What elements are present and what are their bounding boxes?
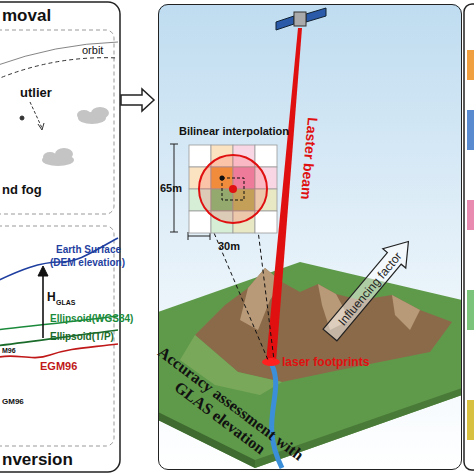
grid-cell bbox=[189, 145, 211, 167]
panel-heading: Bilinear interpolation bbox=[179, 125, 289, 138]
grid-symbol bbox=[179, 123, 289, 247]
orbit-line bbox=[0, 58, 118, 80]
right-panel bbox=[467, 400, 474, 440]
right-panel bbox=[467, 290, 474, 330]
dimension-bracket bbox=[170, 144, 178, 145]
height-subscript: GLAS bbox=[56, 299, 75, 307]
ellipsoid-label: Ellipsoid(T/P) bbox=[50, 331, 114, 342]
fog-label: nd fog bbox=[2, 183, 42, 197]
satellite bbox=[276, 8, 326, 30]
dimension-bracket bbox=[170, 232, 178, 233]
outlier-arrow bbox=[20, 116, 24, 120]
influence-arrow bbox=[319, 232, 420, 345]
right-panel bbox=[467, 200, 474, 230]
leader-line bbox=[256, 214, 274, 360]
height-symbol: H bbox=[47, 291, 56, 304]
leader-line bbox=[206, 214, 274, 360]
height-arrow bbox=[42, 272, 44, 338]
height-arrow bbox=[38, 266, 48, 276]
left-panel bbox=[0, 2, 120, 472]
laser-beam bbox=[262, 358, 280, 366]
orbit-line bbox=[0, 42, 118, 80]
geoid-label: EGM96 bbox=[40, 360, 77, 372]
height-arrow bbox=[38, 266, 48, 338]
right-panel bbox=[467, 110, 474, 150]
panel-box: Accuracy assessment with GLAS elevationB… bbox=[158, 4, 462, 470]
panel-heading: moval bbox=[2, 6, 51, 26]
footprint-circle bbox=[199, 155, 267, 223]
dimension-label: 65m bbox=[160, 182, 182, 194]
dimension-bracket bbox=[188, 232, 189, 240]
terrain bbox=[392, 295, 420, 330]
grid-cell bbox=[255, 145, 277, 167]
footprint-label: laser footprints bbox=[282, 356, 369, 369]
cell-dot bbox=[220, 176, 225, 181]
geoid-label: GM96 bbox=[2, 398, 24, 407]
grid-cell bbox=[255, 211, 277, 233]
right-panel bbox=[464, 4, 474, 470]
satellite bbox=[306, 8, 326, 22]
outlier-arrow bbox=[38, 123, 44, 130]
influence-arrow bbox=[319, 232, 420, 345]
geoid-label: M96 bbox=[2, 347, 16, 355]
orbit-line bbox=[0, 42, 118, 66]
right-panel bbox=[464, 4, 474, 470]
left-panel bbox=[0, 2, 120, 472]
surface-curves bbox=[0, 330, 118, 346]
surface-curves bbox=[0, 238, 118, 358]
cloud-symbol bbox=[77, 110, 91, 120]
terrain bbox=[195, 268, 452, 382]
cloud-symbol bbox=[91, 107, 109, 119]
orbit-label: orbit bbox=[82, 44, 103, 56]
outlier-arrow bbox=[30, 102, 42, 128]
terrain bbox=[158, 262, 462, 468]
ellipsoid-label: Ellipsoid(WGS84) bbox=[50, 313, 133, 324]
satellite bbox=[294, 12, 306, 26]
cloud-symbol bbox=[55, 148, 73, 160]
cloud-symbol bbox=[42, 107, 109, 166]
left-panel bbox=[0, 30, 114, 214]
terrain bbox=[158, 262, 462, 468]
center-dot bbox=[229, 185, 237, 193]
right-panel bbox=[467, 50, 474, 80]
surface-label: Earth Surface bbox=[56, 244, 121, 255]
satellite bbox=[276, 16, 294, 30]
panel-heading: nversion bbox=[2, 450, 73, 470]
grid-box: Bilinear interpolation bbox=[179, 123, 289, 247]
flow-arrow bbox=[121, 89, 154, 111]
surface-label: (DEM elevation) bbox=[50, 257, 125, 268]
outlier-label: utlier bbox=[20, 86, 52, 100]
dimension-bracket bbox=[188, 236, 210, 237]
dimension-label: 30m bbox=[218, 240, 240, 252]
surface-curves bbox=[0, 344, 118, 358]
outlier-arrow bbox=[20, 102, 44, 130]
interp-square bbox=[222, 178, 244, 200]
cloud-symbol bbox=[43, 152, 57, 162]
grid-cell bbox=[189, 211, 211, 233]
